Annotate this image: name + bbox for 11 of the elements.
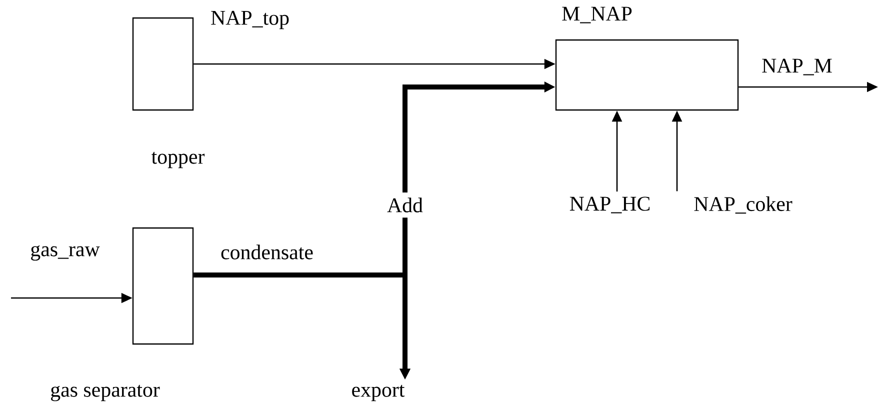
stream-label: export xyxy=(352,384,405,402)
box-label: M_NAP xyxy=(562,6,632,24)
stream-label: NAP_coker xyxy=(694,196,792,214)
edge-label: condensate xyxy=(221,244,313,260)
unit-label: gas separator xyxy=(51,384,160,402)
stream-label: Add xyxy=(387,198,423,212)
stream-label: NAP_HC xyxy=(570,196,650,214)
edge-label: NAP_top xyxy=(211,10,289,30)
unit-label: topper xyxy=(151,152,205,168)
edge-label: gas_raw xyxy=(31,245,100,261)
edge-label: NAP_M xyxy=(762,58,832,76)
